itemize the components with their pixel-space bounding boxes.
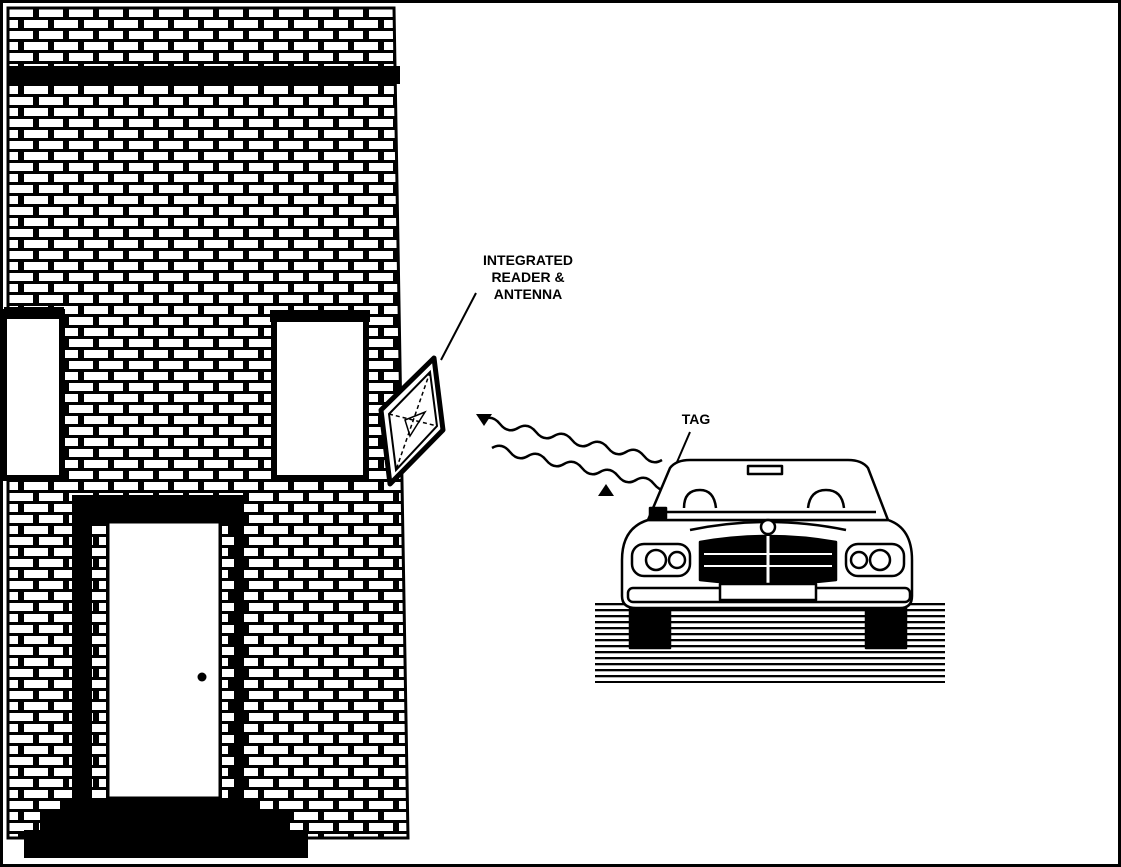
door-step-lower	[24, 830, 308, 858]
wave-upper	[482, 418, 662, 463]
roof-band	[8, 66, 400, 84]
headlight-left-outer	[646, 550, 666, 570]
reader-antenna-label: INTEGRATED READER & ANTENNA	[466, 252, 590, 303]
door-frame-gap-left	[92, 525, 106, 800]
headlight-right-outer	[851, 552, 867, 568]
right-window-lintel	[270, 310, 370, 322]
reader-label-line-3: ANTENNA	[466, 286, 590, 303]
hood-emblem	[761, 520, 775, 534]
reader-label-line-1: INTEGRATED	[466, 252, 590, 269]
license-plate	[720, 584, 816, 600]
right-window	[274, 316, 366, 478]
tag-device	[650, 508, 666, 518]
reader-label-line-2: READER &	[466, 269, 590, 286]
wave-arrowhead-right	[598, 484, 614, 496]
radio-wave-arrows	[476, 414, 672, 496]
left-window-lintel	[4, 307, 64, 319]
rear-view-mirror	[748, 466, 782, 474]
headlight-left-inner	[669, 552, 685, 568]
headlight-right-inner	[870, 550, 890, 570]
wave-arrowhead-left	[476, 414, 492, 426]
door	[108, 522, 220, 798]
reader-leader-line	[441, 293, 476, 360]
tag-label: TAG	[678, 411, 714, 428]
door-frame-gap-right	[222, 525, 234, 800]
door-knob	[198, 673, 207, 682]
wave-lower	[492, 446, 672, 491]
brick-building	[4, 8, 408, 858]
left-window	[4, 312, 62, 478]
